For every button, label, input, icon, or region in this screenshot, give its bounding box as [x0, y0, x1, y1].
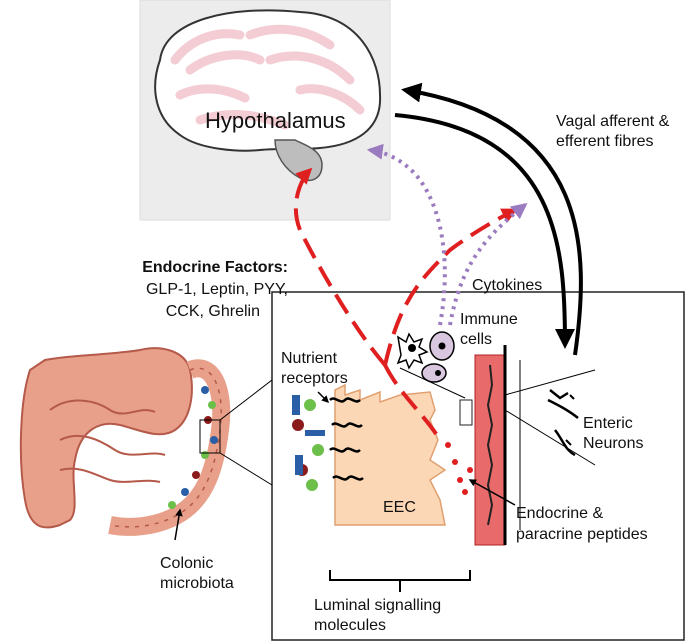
label-endocrine-factors-line1: GLP-1, Leptin, PYY,: [145, 281, 288, 298]
cytokine-arrow-to-brain: [366, 143, 447, 326]
label-luminal-line1: Luminal signalling: [314, 597, 442, 614]
label-hypothalamus: Hypothalamus: [205, 108, 346, 133]
label-colonic-line1: Colonic: [160, 555, 214, 572]
label-enteric-line1: Enteric: [583, 415, 633, 432]
label-endocrine-factors-title: Endocrine Factors:: [142, 259, 288, 276]
muscle-fibres: [486, 364, 494, 526]
microbiota-pointer: [174, 508, 183, 541]
label-peptides-line2: paracrine peptides: [516, 526, 648, 543]
label-colonic-line2: microbiota: [160, 575, 234, 592]
colon-zoom-box: [199, 419, 221, 454]
label-vagal-line2: efferent fibres: [556, 133, 654, 150]
label-eec: EEC: [383, 499, 416, 516]
label-immune-line1: Immune: [460, 311, 518, 328]
label-immune-line2: cells: [460, 331, 493, 348]
vagal-afferent-arrow: [394, 113, 575, 349]
nutrient-pointer: [317, 391, 330, 404]
immune-cells: [396, 331, 455, 383]
colon-illustration: [19, 347, 273, 541]
label-nutrient-line2: receptors: [281, 370, 348, 387]
eec-cell: [334, 383, 447, 526]
vagal-efferent-arrow: [401, 82, 583, 356]
label-luminal-line2: molecules: [314, 617, 387, 634]
enteric-pointer-line-1: [504, 369, 596, 396]
endocrine-arrow-to-brain: [293, 167, 387, 367]
sensor-box: [459, 399, 473, 426]
endocrine-arrow-to-peptides: [383, 364, 442, 442]
label-nutrient-line1: Nutrient: [281, 350, 338, 367]
enteric-pointer-line-2: [504, 409, 596, 466]
cytokine-arrow-upward: [448, 203, 528, 326]
peptides-pointer: [468, 479, 516, 506]
label-endocrine-factors-line2: CCK, Ghrelin: [165, 303, 260, 320]
label-vagal-line1: Vagal afferent &: [556, 113, 670, 130]
enteric-neurons: [519, 360, 579, 530]
immune-pointer-line: [399, 367, 466, 399]
endocrine-arrow-upward: [383, 208, 518, 366]
nutrient-receptor-squiggles: [329, 397, 364, 481]
brain-panel: [139, 0, 391, 221]
label-peptides-line1: Endocrine &: [516, 505, 604, 522]
label-cytokines: Cytokines: [472, 277, 543, 294]
peptide-dots: [445, 442, 473, 495]
luminal-bracket: [329, 570, 471, 592]
brain-cortex-folds: [170, 24, 365, 130]
luminal-microbiota: [292, 395, 325, 491]
label-enteric-line2: Neurons: [583, 435, 644, 452]
